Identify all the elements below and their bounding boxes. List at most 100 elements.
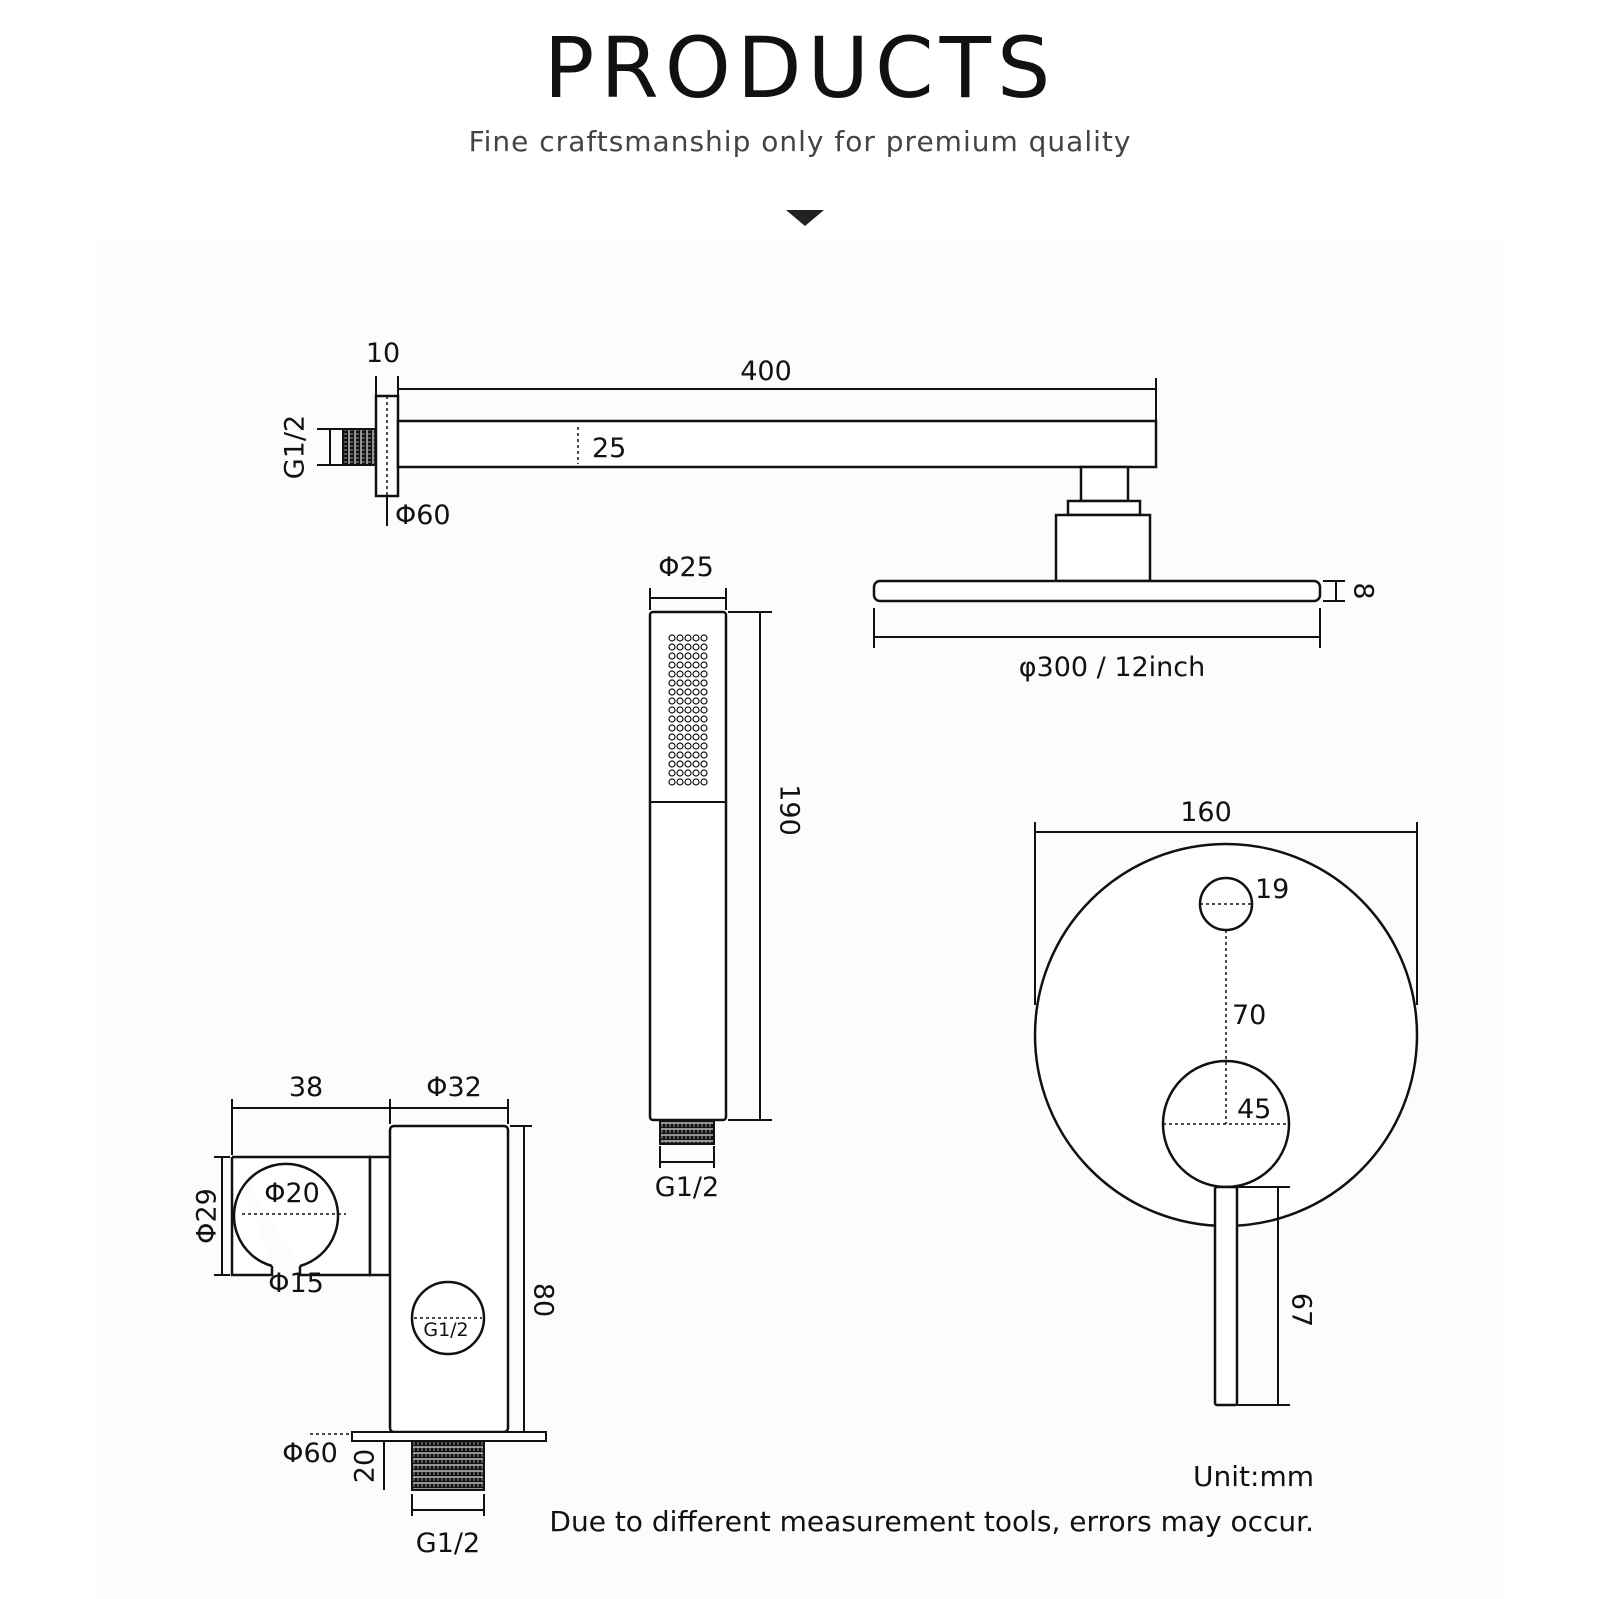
nozzle-dot — [692, 751, 700, 759]
nozzle-dot — [676, 706, 684, 714]
nozzle-dot — [668, 724, 676, 732]
bracket-drawing: 38 Φ32 Φ29 Φ20 Φ15 G1/2 80 Φ60 20 G1/2 — [192, 1072, 559, 1559]
nozzle-dot — [668, 715, 676, 723]
nozzle-dot — [700, 778, 708, 786]
disclaimer-note: Due to different measurement tools, erro… — [549, 1505, 1314, 1538]
nozzle-dot — [700, 679, 708, 687]
nozzle-dot — [700, 688, 708, 696]
valve-spacing-label: 70 — [1232, 1000, 1266, 1031]
bracket-inlet-thread-label: G1/2 — [416, 1528, 480, 1559]
nozzle-dot — [676, 652, 684, 660]
nozzle-dot — [700, 769, 708, 777]
nozzle-dot — [684, 742, 692, 750]
nozzle-dot — [700, 760, 708, 768]
nozzle-dot — [676, 760, 684, 768]
nozzle-dot — [692, 679, 700, 687]
nozzle-dot — [700, 670, 708, 678]
nozzle-dot — [692, 742, 700, 750]
nozzle-dot — [700, 751, 708, 759]
bracket-slot-diameter-label: Φ15 — [268, 1268, 324, 1299]
nozzle-dot — [676, 751, 684, 759]
nozzle-dot — [676, 697, 684, 705]
nozzle-dot — [692, 652, 700, 660]
arm-flange-thickness-label: 10 — [366, 338, 400, 369]
unit-note: Unit:mm — [1193, 1460, 1314, 1493]
arm-flange-diameter-label: Φ60 — [395, 500, 451, 531]
nozzle-dot — [700, 634, 708, 642]
nozzle-dot — [676, 724, 684, 732]
bracket-thread-length-label: 20 — [350, 1449, 381, 1483]
shower-arm-drawing: 10 400 G1/2 25 Φ60 8 φ300 / 12inch — [280, 338, 1379, 683]
hand-shower-drawing: Φ25 190 G1/2 — [648, 552, 805, 1203]
bracket-flange-diameter-label: Φ60 — [282, 1438, 338, 1469]
nozzle-dot — [684, 661, 692, 669]
nozzle-dot — [692, 643, 700, 651]
nozzle-dot — [700, 643, 708, 651]
nozzle-dot — [700, 661, 708, 669]
nozzle-dot — [692, 688, 700, 696]
bracket-holder-diameter-label: Φ32 — [426, 1072, 482, 1103]
arm-length-label: 400 — [740, 356, 792, 387]
valve-handle-base-label: 45 — [1237, 1094, 1271, 1125]
nozzle-dot — [676, 688, 684, 696]
nozzle-dot — [676, 670, 684, 678]
nozzle-dot — [676, 643, 684, 651]
nozzle-dot — [684, 670, 692, 678]
nozzle-dot — [676, 679, 684, 687]
bracket-cradle-diameter-label: Φ20 — [264, 1178, 320, 1209]
hand-shower-diameter-label: Φ25 — [658, 552, 714, 583]
nozzle-dot — [692, 778, 700, 786]
nozzle-dot — [668, 742, 676, 750]
nozzle-dot — [684, 760, 692, 768]
nozzle-dot — [684, 715, 692, 723]
nozzle-dot — [684, 634, 692, 642]
nozzle-dot — [668, 679, 676, 687]
nozzle-dot — [692, 634, 700, 642]
nozzle-dot — [676, 634, 684, 642]
nozzle-grid — [668, 634, 708, 786]
nozzle-dot — [684, 679, 692, 687]
nozzle-dot — [676, 733, 684, 741]
arm-thread-label: G1/2 — [280, 415, 311, 479]
page-title: PRODUCTS — [543, 19, 1057, 117]
nozzle-dot — [676, 661, 684, 669]
nozzle-dot — [684, 688, 692, 696]
nozzle-dot — [668, 661, 676, 669]
head-thickness-label: 8 — [1348, 582, 1379, 599]
bracket-outlet-thread-label: G1/2 — [423, 1319, 468, 1341]
head-diameter-label: φ300 / 12inch — [1019, 652, 1206, 683]
nozzle-dot — [700, 706, 708, 714]
valve-lever-length-label: 67 — [1286, 1293, 1317, 1327]
nozzle-dot — [668, 733, 676, 741]
arm-height-label: 25 — [592, 433, 626, 464]
nozzle-dot — [676, 715, 684, 723]
nozzle-dot — [684, 643, 692, 651]
nozzle-dot — [692, 733, 700, 741]
nozzle-dot — [676, 769, 684, 777]
hand-shower-length-label: 190 — [774, 784, 805, 836]
nozzle-dot — [692, 706, 700, 714]
nozzle-dot — [692, 697, 700, 705]
valve-diverter-diameter-label: 19 — [1255, 874, 1289, 905]
nozzle-dot — [700, 742, 708, 750]
nozzle-dot — [676, 742, 684, 750]
nozzle-dot — [668, 688, 676, 696]
bracket-body-height-label: 80 — [528, 1283, 559, 1317]
nozzle-dot — [692, 724, 700, 732]
nozzle-dot — [692, 661, 700, 669]
nozzle-dot — [684, 706, 692, 714]
nozzle-dot — [668, 706, 676, 714]
bracket-height-label: Φ29 — [192, 1188, 223, 1244]
nozzle-dot — [692, 769, 700, 777]
nozzle-dot — [668, 697, 676, 705]
nozzle-dot — [668, 760, 676, 768]
valve-drawing: 160 19 70 45 67 — [1033, 797, 1419, 1407]
bracket-width-label: 38 — [289, 1072, 323, 1103]
nozzle-dot — [692, 715, 700, 723]
page-subtitle: Fine craftsmanship only for premium qual… — [468, 125, 1132, 158]
nozzle-dot — [684, 751, 692, 759]
nozzle-dot — [684, 697, 692, 705]
nozzle-dot — [668, 769, 676, 777]
